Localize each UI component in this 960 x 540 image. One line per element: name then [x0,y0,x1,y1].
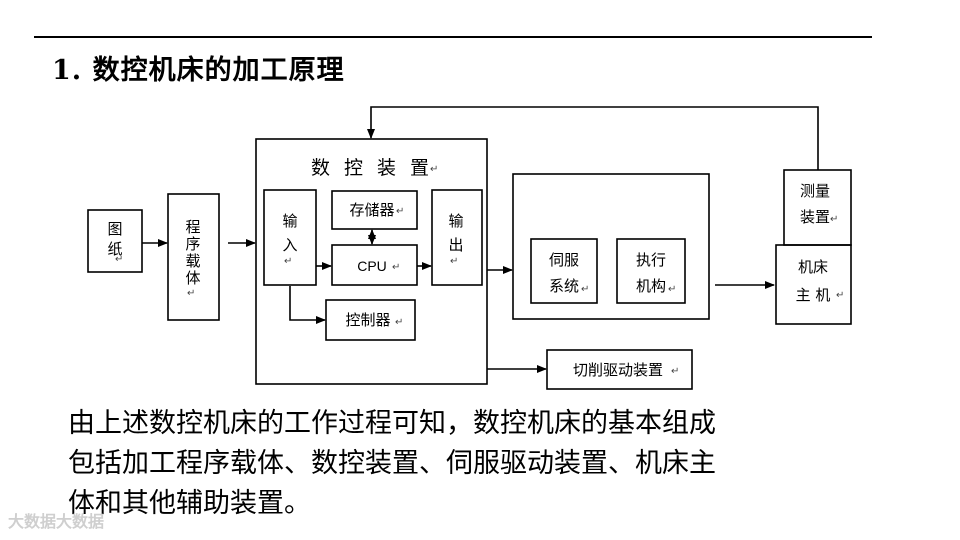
cnc-device-label: 数 控 装 置 [311,157,433,179]
drawing-label: 图纸 [107,220,122,258]
para-mark: ↵ [115,254,123,265]
arrow-feedback [367,106,819,170]
machine-main-box [775,244,852,325]
controller-label: 控制器 [345,311,390,329]
input-box [263,189,317,286]
drive-group-box [512,173,710,320]
body-paragraph: 由上述数控机床的工作过程可知，数控机床的基本组成 包括加工程序载体、数控装置、伺… [68,404,868,524]
watermark-logo: 大数据大数据 [8,512,105,531]
para-mark: ↵ [284,256,292,267]
para-mark: ↵ [668,284,676,295]
body-line: 由上述数控机床的工作过程可知，数控机床的基本组成 [68,408,716,439]
labels: 图纸 程序载体 数 控 装 置 输入 存储器 CPU 输出 控制器 伺服系统 执… [107,157,844,379]
storage-label: 存储器 [349,201,394,219]
para-mark: ↵ [671,366,679,377]
measuring-device-label: 测量装置 [800,182,830,226]
body-line: 体和其他辅助装置。 [68,488,311,519]
para-mark: ↵ [430,164,438,175]
input-label: 输入 [282,212,297,254]
drawing-box [87,209,143,273]
page-title: 1. 数控机床的加工原理 [52,55,345,86]
cpu-box [331,244,418,286]
para-mark: ↵ [581,284,589,295]
servo-system-label: 伺服系统 [549,251,579,295]
program-carrier-box [167,193,220,321]
actuator-box [616,238,686,304]
cutting-drive-label: 切削驱动装置 [573,361,663,379]
para-mark: ↵ [830,214,838,225]
para-mark: ↵ [836,290,844,301]
para-mark: ↵ [396,206,404,217]
cnc-device-box [255,138,488,385]
para-mark: ↵ [395,317,403,328]
servo-system-box [530,238,598,304]
program-carrier-label: 程序载体 [185,218,200,287]
para-mark: ↵ [392,262,400,273]
para-mark: ↵ [187,288,195,299]
controller-box [325,299,416,341]
output-label: 输出 [448,212,463,254]
cpu-label: CPU [357,258,387,274]
arrow-input-to-controller [289,286,326,324]
output-box [431,189,483,286]
body-line: 包括加工程序载体、数控装置、伺服驱动装置、机床主 [68,448,716,479]
cutting-drive-box [546,349,693,390]
header-rule [34,36,872,38]
para-mark: ↵ [450,256,458,267]
actuator-label: 执行机构 [636,251,666,295]
machine-main-label: 机床主 机 [796,258,831,304]
